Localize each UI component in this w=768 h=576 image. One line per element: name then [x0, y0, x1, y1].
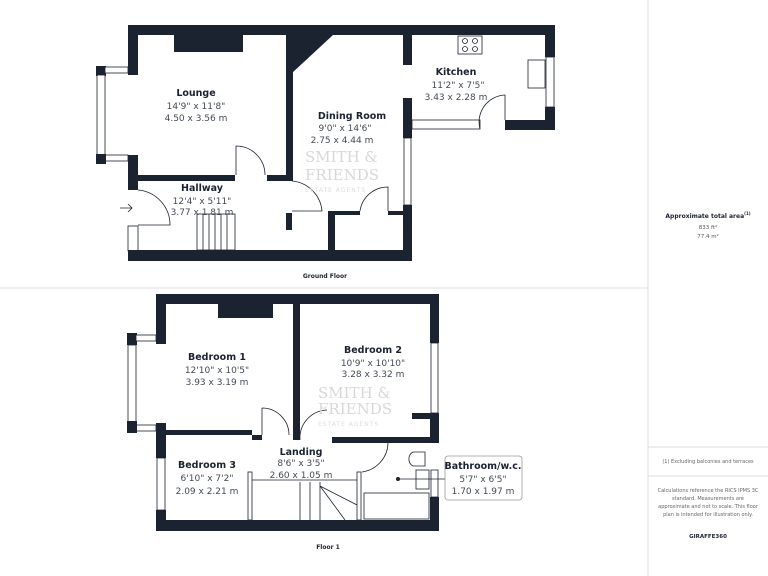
watermark-logo-floor1: SMITH & FRIENDS ESTATE AGENTS	[318, 384, 392, 428]
area-sqm: 77.4 m²	[697, 234, 719, 240]
svg-text:Lounge: Lounge	[176, 88, 215, 99]
svg-text:Bathroom/w.c.: Bathroom/w.c.	[444, 461, 521, 472]
svg-text:SMITH &: SMITH &	[318, 384, 391, 402]
ground-floor-label: Ground Floor	[303, 273, 347, 280]
watermark-logo-ground: SMITH & FRIENDS ESTATE AGENTS	[305, 148, 379, 194]
svg-text:9'0" x 14'6": 9'0" x 14'6"	[319, 124, 372, 134]
svg-text:FRIENDS: FRIENDS	[305, 166, 379, 184]
room-hallway: Hallway 12'4" x 5'11"3.77 x 1.81 m	[171, 183, 234, 218]
svg-text:FRIENDS: FRIENDS	[318, 400, 392, 418]
svg-text:3.77 x 1.81 m: 3.77 x 1.81 m	[171, 208, 234, 218]
area-footnote-mark: (1)	[744, 211, 751, 216]
svg-text:2.60 x 1.05 m: 2.60 x 1.05 m	[270, 471, 333, 481]
svg-text:14'9" x 11'8": 14'9" x 11'8"	[167, 102, 226, 112]
room-bedroom-3: Bedroom 3 6'10" x 7'2" 2.09 x 2.21 m	[176, 460, 239, 497]
svg-text:Bedroom 3: Bedroom 3	[178, 460, 236, 471]
svg-text:6'10" x 7'2": 6'10" x 7'2"	[181, 474, 234, 484]
svg-text:3.43 x 2.28 m: 3.43 x 2.28 m	[425, 93, 488, 103]
svg-text:3.93 x 3.19 m: 3.93 x 3.19 m	[186, 378, 249, 388]
footnote: (1) Excluding balconies and terraces	[662, 459, 754, 465]
floor-1-label: Floor 1	[316, 544, 340, 551]
brand-logo: GIRAFFE360	[689, 534, 727, 540]
ground-floor-walls	[96, 25, 555, 261]
svg-text:Bedroom 1: Bedroom 1	[188, 352, 246, 363]
svg-text:1.70 x 1.97 m: 1.70 x 1.97 m	[452, 487, 515, 497]
disclaimer: Calculations reference the RICS IPMS 3C …	[657, 488, 759, 518]
floor1-walls	[127, 294, 445, 531]
svg-text:Dining Room: Dining Room	[318, 111, 386, 122]
area-sqft: 833 ft²	[698, 225, 718, 231]
svg-text:12'10" x 10'5": 12'10" x 10'5"	[185, 366, 249, 376]
area-title: Approximate total area	[665, 213, 745, 220]
svg-text:Landing: Landing	[280, 447, 323, 458]
svg-text:4.50 x 3.56 m: 4.50 x 3.56 m	[165, 114, 228, 124]
room-dining-room: Dining Room 9'0" x 14'6" 2.75 x 4.44 m	[311, 111, 387, 146]
svg-text:SMITH &: SMITH &	[305, 148, 378, 166]
total-area: Approximate total area(1) 833 ft² 77.4 m…	[648, 211, 768, 240]
svg-text:Kitchen: Kitchen	[436, 67, 477, 78]
room-lounge: Lounge 14'9" x 11'8" 4.50 x 3.56 m	[165, 88, 228, 124]
svg-text:10'9" x 10'10": 10'9" x 10'10"	[341, 359, 405, 369]
svg-text:12'4" x 5'11": 12'4" x 5'11"	[173, 197, 232, 207]
svg-text:8'6" x 3'5": 8'6" x 3'5"	[277, 459, 324, 469]
svg-text:ESTATE AGENTS: ESTATE AGENTS	[318, 421, 379, 428]
svg-text:Bedroom 2: Bedroom 2	[344, 345, 402, 356]
room-bedroom-1: Bedroom 1 12'10" x 10'5" 3.93 x 3.19 m	[185, 352, 249, 388]
room-bathroom: Bathroom/w.c. 5'7" x 6'5" 1.70 x 1.97 m	[444, 455, 523, 501]
svg-text:ESTATE AGENTS: ESTATE AGENTS	[305, 187, 366, 194]
svg-text:5'7" x 6'5": 5'7" x 6'5"	[459, 475, 506, 485]
room-bedroom-2: Bedroom 2 10'9" x 10'10"3.28 x 3.32 m	[341, 345, 405, 380]
svg-text:2.75 x 4.44 m: 2.75 x 4.44 m	[311, 136, 374, 146]
svg-text:2.09 x 2.21 m: 2.09 x 2.21 m	[176, 487, 239, 497]
entrance-arrow-icon	[120, 203, 133, 213]
svg-text:Hallway: Hallway	[181, 183, 224, 194]
svg-text:11'2" x 7'5": 11'2" x 7'5"	[432, 81, 485, 91]
room-kitchen: Kitchen 11'2" x 7'5" 3.43 x 2.28 m	[425, 67, 488, 103]
svg-text:3.28 x 3.32 m: 3.28 x 3.32 m	[342, 370, 405, 380]
